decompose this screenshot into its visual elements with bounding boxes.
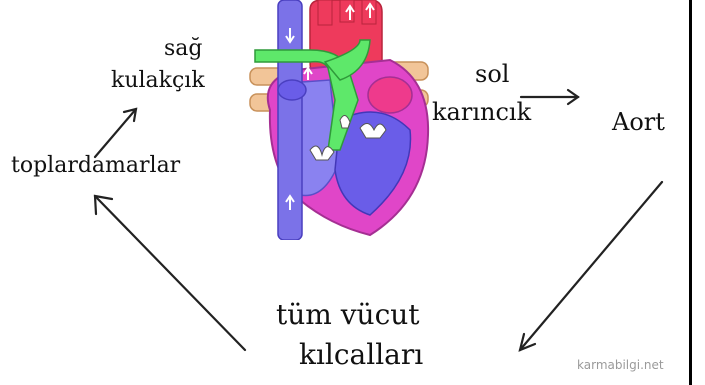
label-aort: Aort	[612, 108, 665, 136]
arrow-icon	[95, 196, 245, 350]
label-kilcallar-line2: kılcalları	[299, 338, 423, 371]
arrow-icon	[95, 109, 136, 157]
label-sag-kulakcik-line2: kulakçık	[111, 68, 205, 93]
label-kilcallar-line1: tüm vücut	[276, 298, 420, 331]
watermark: karmabilgi.net	[577, 358, 664, 372]
label-sag-kulakcik-line1: sağ	[164, 36, 203, 61]
right-border	[689, 0, 692, 385]
label-sol-karincik-line2: karıncık	[432, 98, 531, 126]
arrow-icon	[520, 182, 662, 350]
label-toplardamarlar: toplardamarlar	[11, 153, 180, 178]
label-sol-karincik-line1: sol	[475, 60, 509, 88]
